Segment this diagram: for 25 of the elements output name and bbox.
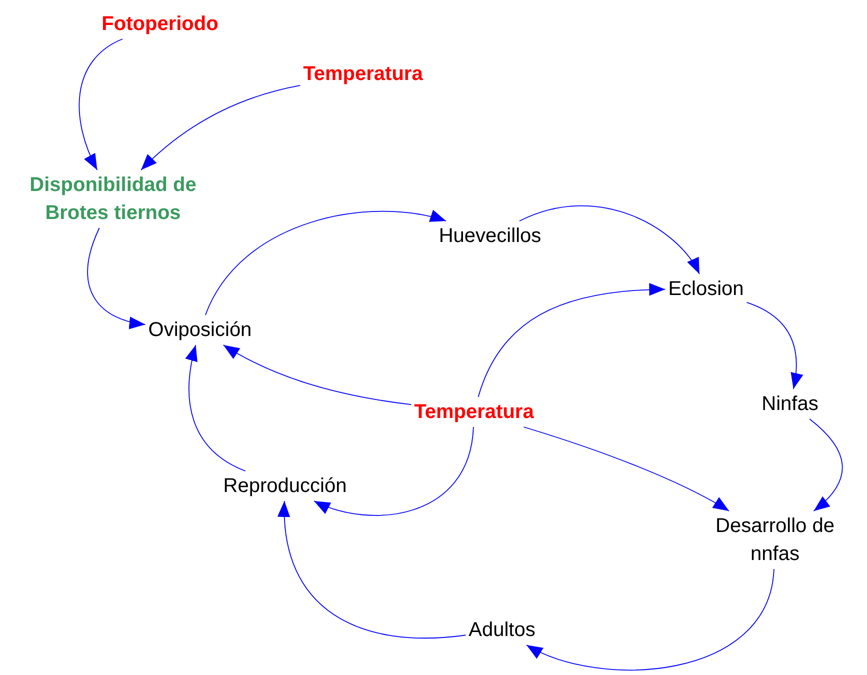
arrow [222, 344, 412, 406]
arrow [140, 84, 301, 170]
arrow [78, 38, 123, 170]
arrow [87, 228, 146, 328]
variable-label: Temperatura [414, 398, 534, 426]
variable-label: Eclosion [668, 275, 744, 303]
arrow [205, 210, 447, 316]
arrow [478, 283, 666, 398]
variable-label: Desarrollo de nnfas [710, 512, 840, 568]
variable-label: Huevecillos [438, 222, 542, 250]
variable-label: Adultos [468, 616, 536, 644]
variable-label: Ninfas [762, 390, 818, 418]
arrow [809, 418, 843, 512]
arrow [526, 568, 774, 670]
arrow [523, 426, 730, 512]
variable-label: Reproducción [223, 472, 347, 500]
arrow [186, 344, 246, 472]
arrow [314, 426, 474, 516]
arrow [278, 500, 466, 638]
variable-label: Fotoperiodo [102, 10, 218, 38]
arrow [746, 302, 803, 390]
variable-label: Oviposición [148, 316, 252, 344]
arrow [519, 205, 700, 274]
variable-label: Disponibilidad de Brotes tiernos [8, 171, 218, 227]
variable-label: Temperatura [303, 60, 423, 88]
